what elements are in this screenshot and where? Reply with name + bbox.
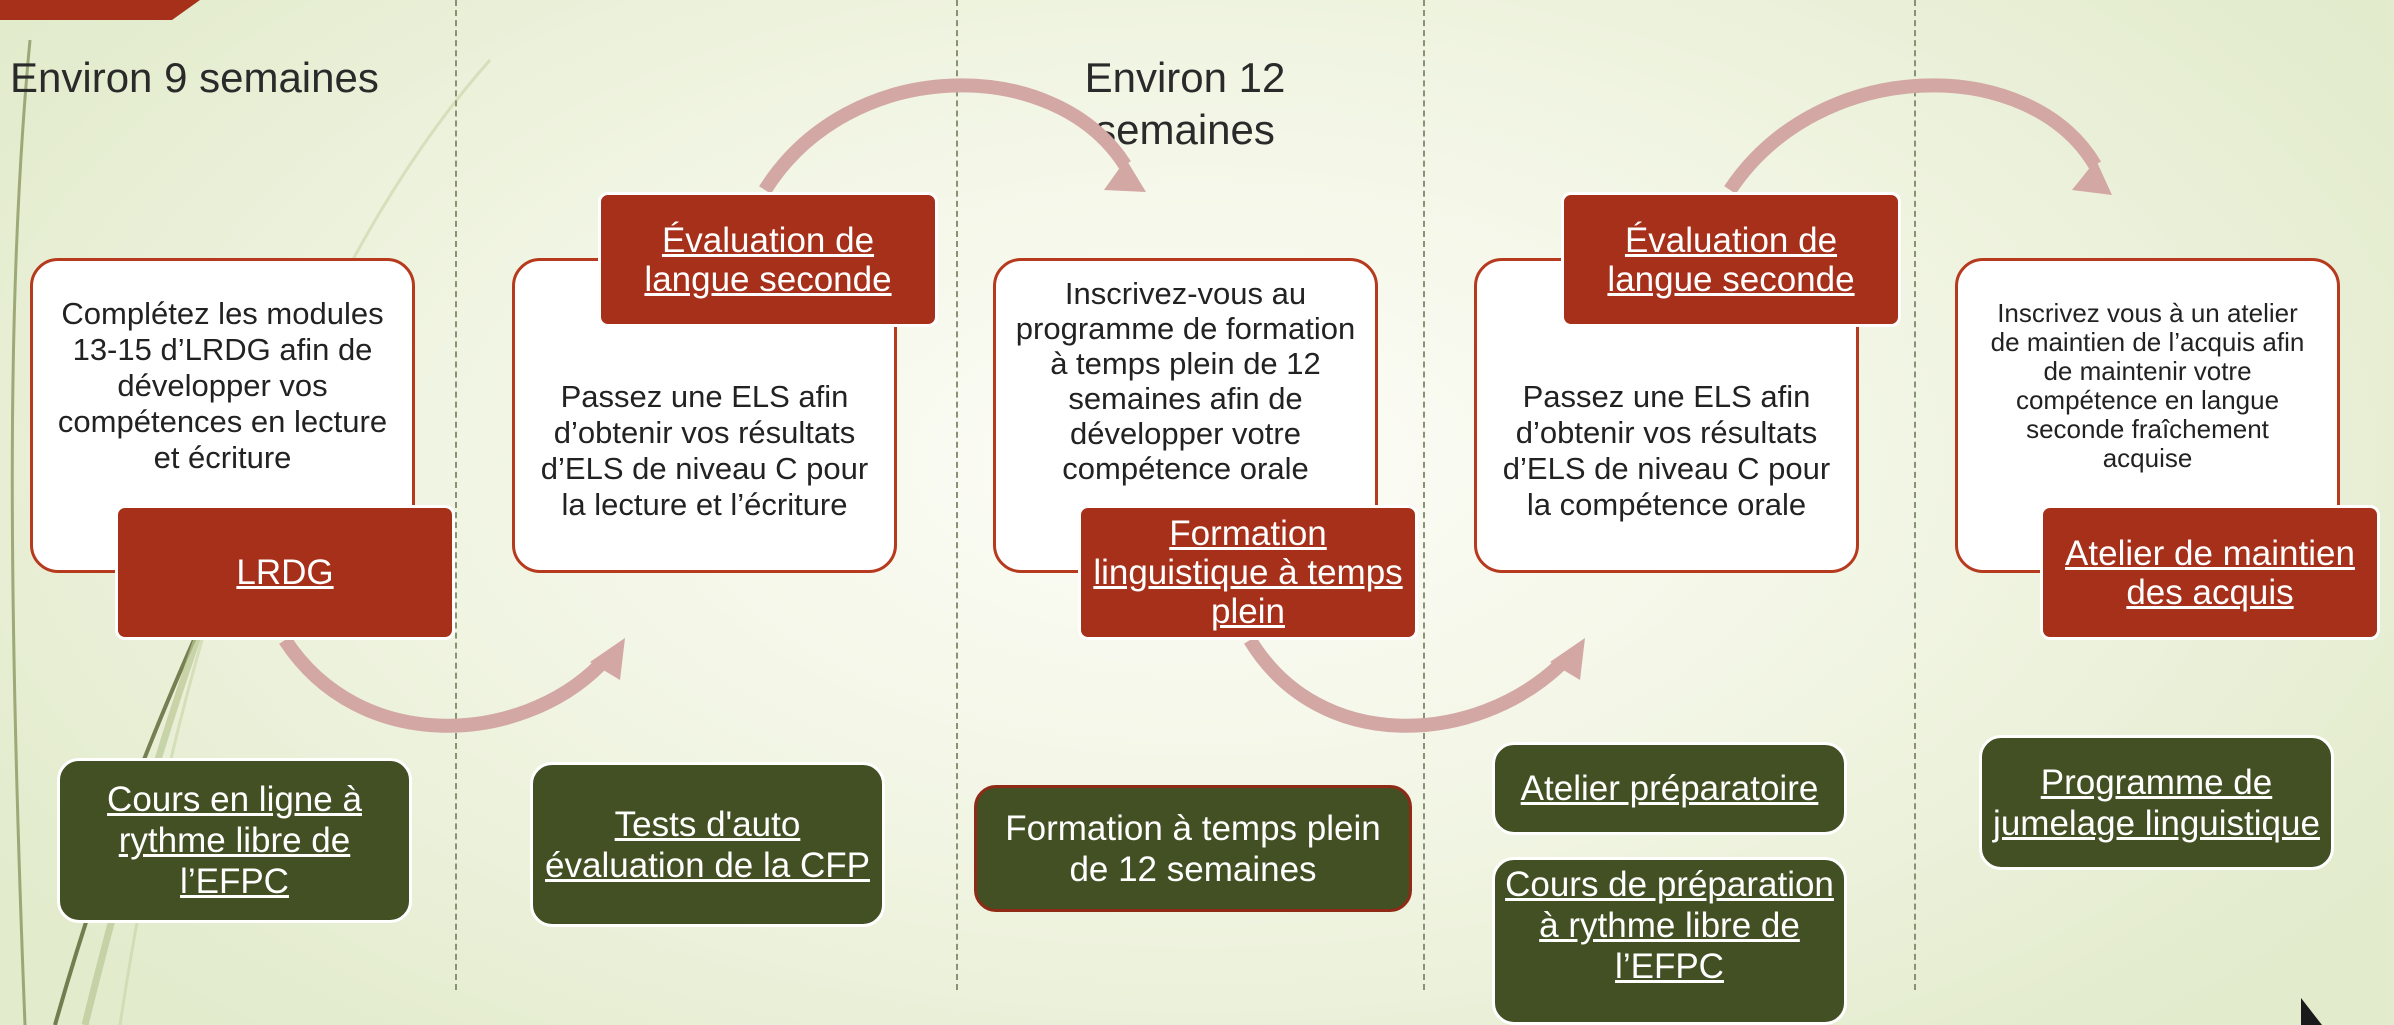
step-3-link[interactable]: Formation linguistique à temps plein — [1093, 514, 1403, 631]
resource-language-pairing[interactable]: Programme de jumelage linguistique — [1979, 735, 2334, 870]
resource-link[interactable]: Programme de jumelage linguistique — [1993, 762, 2320, 843]
step-5-text: Inscrivez vous à un atelier de maintien … — [1990, 297, 2305, 473]
column-divider — [1914, 0, 1916, 990]
step-3-link-box[interactable]: Formation linguistique à temps plein — [1078, 505, 1418, 640]
resource-prep-workshop[interactable]: Atelier préparatoire — [1492, 742, 1847, 835]
resource-text: Formation à temps plein de 12 semaines — [1005, 808, 1381, 889]
step-4-link-box[interactable]: Évaluation de langue seconde — [1561, 192, 1901, 327]
duration-heading-middle: Environ 12 semaines — [1084, 54, 1286, 153]
resource-link[interactable]: Tests d'auto évaluation de la CFP — [545, 804, 870, 885]
corner-accent — [0, 0, 200, 20]
decor-stem — [10, 39, 32, 1025]
arrow-head — [1550, 638, 1585, 680]
resource-link[interactable]: Cours en ligne à rythme libre de l’EFPC — [107, 780, 362, 901]
step-5-link-box[interactable]: Atelier de maintien des acquis — [2040, 505, 2380, 640]
arrow-step4-to-step5 — [1724, 78, 2102, 194]
resource-self-assessment-tests[interactable]: Tests d'auto évaluation de la CFP — [530, 762, 885, 927]
step-1-link[interactable]: LRDG — [236, 553, 334, 592]
step-3-text: Inscrivez-vous au programme de formation… — [1015, 275, 1356, 486]
resource-link[interactable]: Atelier préparatoire — [1520, 769, 1819, 808]
arrow-step2-to-step3 — [759, 78, 1131, 194]
step-3-description: Inscrivez-vous au programme de formation… — [993, 258, 1378, 573]
step-4-link[interactable]: Évaluation de langue seconde — [1607, 220, 1855, 299]
arrow-step3-to-step4 — [1244, 636, 1565, 733]
step-2-link-box[interactable]: Évaluation de langue seconde — [598, 192, 938, 327]
duration-heading-left: Environ 9 semaines — [10, 54, 379, 101]
step-4-text: Passez une ELS afin d’obtenir vos résult… — [1502, 378, 1831, 522]
step-2-link[interactable]: Évaluation de langue seconde — [644, 220, 892, 299]
arrow-head — [1104, 159, 1146, 192]
step-5-link[interactable]: Atelier de maintien des acquis — [2065, 533, 2355, 612]
resource-self-paced-course[interactable]: Cours en ligne à rythme libre de l’EFPC — [57, 758, 412, 923]
step-2-text: Passez une ELS afin d’obtenir vos résult… — [540, 378, 869, 522]
step-1-text: Complétez les modules 13-15 d’LRDG afin … — [57, 295, 388, 475]
arrow-head — [2072, 160, 2112, 195]
resource-prep-course[interactable]: Cours de préparation à rythme libre de l… — [1492, 857, 1847, 1025]
resource-link[interactable]: Cours de préparation à rythme libre de l… — [1505, 865, 1834, 986]
column-divider — [1423, 0, 1425, 990]
arrow-step1-to-step2 — [279, 636, 605, 733]
step-1-link-box[interactable]: LRDG — [115, 505, 455, 640]
arrow-head — [590, 638, 625, 680]
column-divider — [956, 0, 958, 990]
column-divider — [455, 0, 457, 990]
resource-full-time-training: Formation à temps plein de 12 semaines — [974, 785, 1412, 912]
